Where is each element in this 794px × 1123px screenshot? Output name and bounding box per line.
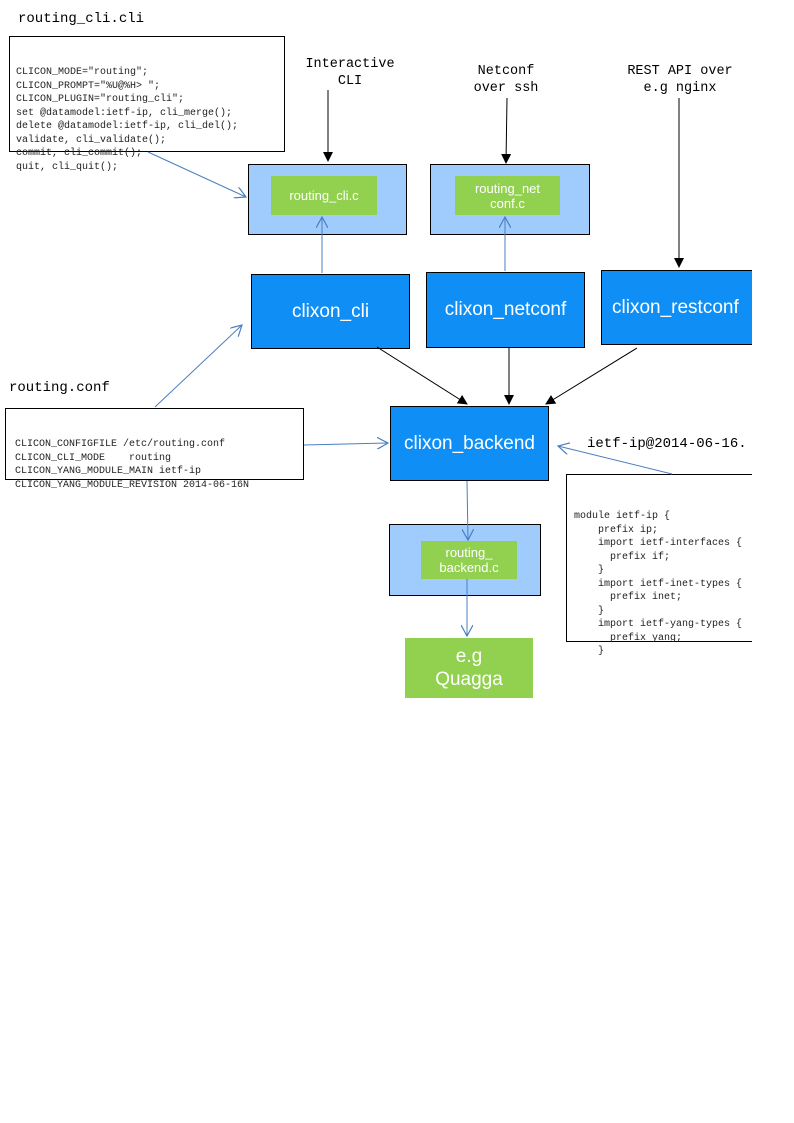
code-line: module ietf-ip {: [574, 511, 671, 522]
code-line: commit, cli_commit();: [16, 148, 143, 159]
clixon-restconf: clixon_restconf: [601, 270, 752, 345]
arrow-cli-backend: [376, 346, 468, 405]
code-line: CLICON_MODE="routing";: [16, 67, 149, 78]
code-line: set @datamodel:ietf-ip, cli_merge();: [16, 107, 233, 119]
clixon-backend: clixon_backend: [390, 406, 549, 481]
netconf-label: Netconf over ssh: [473, 64, 539, 96]
code-line: }: [574, 605, 605, 617]
arrow-conf-backend: [303, 443, 388, 445]
routing-backend-plugin: routing_ backend.c: [421, 541, 517, 579]
rest-api-label: REST API over e.g nginx: [627, 64, 733, 96]
code-line: quit, cli_quit();: [16, 161, 119, 173]
code-line: CLICON_YANG_MODULE_MAIN ietf-ip: [15, 466, 202, 477]
code-line: validate, cli_validate();: [16, 134, 167, 146]
code-line: }: [574, 565, 605, 576]
yang-title: ietf-ip@2014-06-16.: [587, 436, 747, 452]
code-line: prefix ip;: [574, 524, 659, 536]
quagga-target: e.g Quagga: [405, 638, 533, 698]
cli-spec-box: CLICON_MODE="routing"; CLICON_PROMPT="%U@…: [9, 36, 285, 173]
arrow-yang-backend: [558, 446, 673, 475]
routing-netconf-plugin: routing_net conf.c: [455, 176, 560, 215]
connectors: [147, 90, 684, 1123]
code-line: import ietf-inet-types {: [574, 578, 743, 590]
clixon-netconf: clixon_netconf: [426, 272, 585, 348]
code-line: CLICON_PROMPT="%U@%H> ";: [16, 80, 161, 92]
cli-spec-title: routing_cli.cli: [18, 11, 145, 27]
code-line: }: [574, 646, 605, 657]
routing-cli-plugin: routing_cli.c: [271, 176, 377, 215]
code-line: CLICON_CONFIGFILE /etc/routing.conf: [15, 439, 226, 450]
code-line: prefix inet;: [574, 592, 683, 603]
code-line: delete @datamodel:ietf-ip, cli_del();: [16, 121, 239, 132]
arrow-backend-plugin: [467, 480, 468, 540]
yang-box: module ietf-ip { prefix ip; import ietf-…: [566, 474, 752, 657]
arrow-conf-cli: [154, 325, 242, 408]
code-line: CLICON_CLI_MODE routing: [15, 452, 172, 464]
code-line: import ietf-interfaces {: [574, 538, 743, 549]
code-line: prefix if;: [574, 551, 671, 563]
code-line: prefix yang;: [574, 632, 683, 644]
arrow-clispec-cli: [147, 151, 246, 197]
code-line: CLICON_YANG_MODULE_REVISION 2014-06-16N: [15, 479, 250, 491]
arrow-restconf-backend: [545, 347, 638, 405]
conf-title: routing.conf: [9, 380, 110, 396]
interactive-cli-label: Interactive CLI: [305, 57, 395, 89]
code-line: CLICON_PLUGIN="routing_cli";: [16, 94, 185, 105]
code-line: import ietf-yang-types {: [574, 619, 743, 630]
clixon-cli: clixon_cli: [251, 274, 410, 349]
arrow-netconf-input: [501, 97, 512, 164]
